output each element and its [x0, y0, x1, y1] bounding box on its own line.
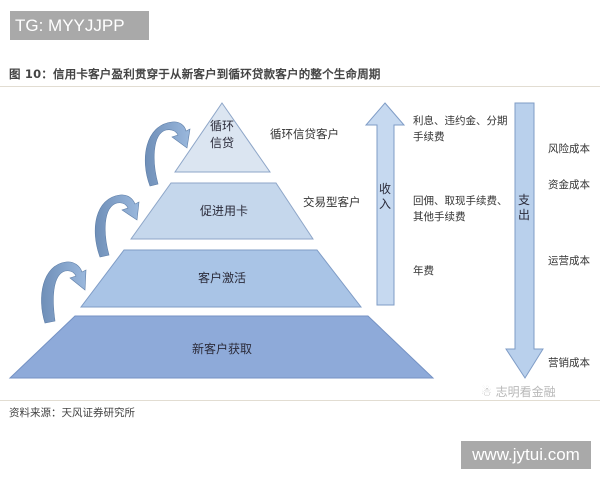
tier-activation — [79, 249, 363, 308]
figure-title: 图 10：信用卡客户盈利贯穿于从新客户到循环贷款客户的整个生命周期 — [9, 67, 381, 81]
figure-source: 资料来源：天风证券研究所 — [9, 407, 135, 419]
expense-item-marketing: 营销成本 — [548, 357, 590, 369]
curved-arrow-icon — [41, 261, 87, 324]
wechat-watermark: ☃ 志明看金融 — [481, 383, 556, 400]
income-item-line: 利息、违约金、分期 — [413, 115, 508, 127]
watermark-bottom: www.jytui.com — [461, 441, 591, 469]
tier-promote-usage — [130, 182, 314, 240]
customer-type-transactional: 交易型客户 — [303, 195, 361, 209]
title-divider — [0, 86, 600, 87]
expense-label-char: 支 — [517, 193, 530, 207]
expense-label-char: 出 — [517, 208, 530, 222]
expense-item-funding: 资金成本 — [548, 179, 590, 191]
income-label-char: 收 — [378, 182, 391, 196]
income-item-line: 手续费 — [413, 131, 445, 143]
tier-acquisition — [8, 315, 435, 379]
income-item-line: 回佣、取现手续费、 — [413, 195, 508, 207]
wechat-icon: ☃ — [481, 385, 492, 399]
income-item-annual-fee: 年费 — [413, 265, 434, 277]
income-arrow-icon — [364, 102, 406, 306]
expense-item-risk: 风险成本 — [548, 143, 590, 155]
income-label-char: 入 — [378, 197, 391, 211]
watermark-top: TG: MYYJJPP — [10, 11, 149, 40]
expense-arrow-icon — [505, 102, 544, 379]
customer-type-revolving: 循环信贷客户 — [270, 127, 339, 141]
expense-label: 支 出 — [517, 193, 531, 223]
curved-arrow-icon — [94, 194, 140, 258]
income-item-line: 其他手续费 — [413, 211, 466, 223]
tier-label-promote-usage: 促进用卡 — [199, 204, 248, 218]
wechat-watermark-text: 志明看金融 — [495, 385, 556, 399]
tier-label-line: 循环 — [209, 119, 234, 133]
tier-revolving-credit — [174, 102, 271, 173]
curved-arrow-icon — [144, 121, 191, 187]
tier-label-activation: 客户激活 — [197, 271, 246, 285]
income-label: 收 入 — [378, 182, 392, 212]
income-item-interest: 利息、违约金、分期 手续费 — [413, 113, 508, 145]
tier-label-line: 信贷 — [209, 136, 234, 150]
tier-label-acquisition: 新客户获取 — [191, 342, 252, 356]
expense-item-operating: 运营成本 — [548, 255, 590, 267]
tier-label-revolving-credit: 循环 信贷 — [200, 118, 244, 152]
income-item-commission: 回佣、取现手续费、 其他手续费 — [413, 193, 508, 225]
source-divider — [0, 400, 600, 401]
